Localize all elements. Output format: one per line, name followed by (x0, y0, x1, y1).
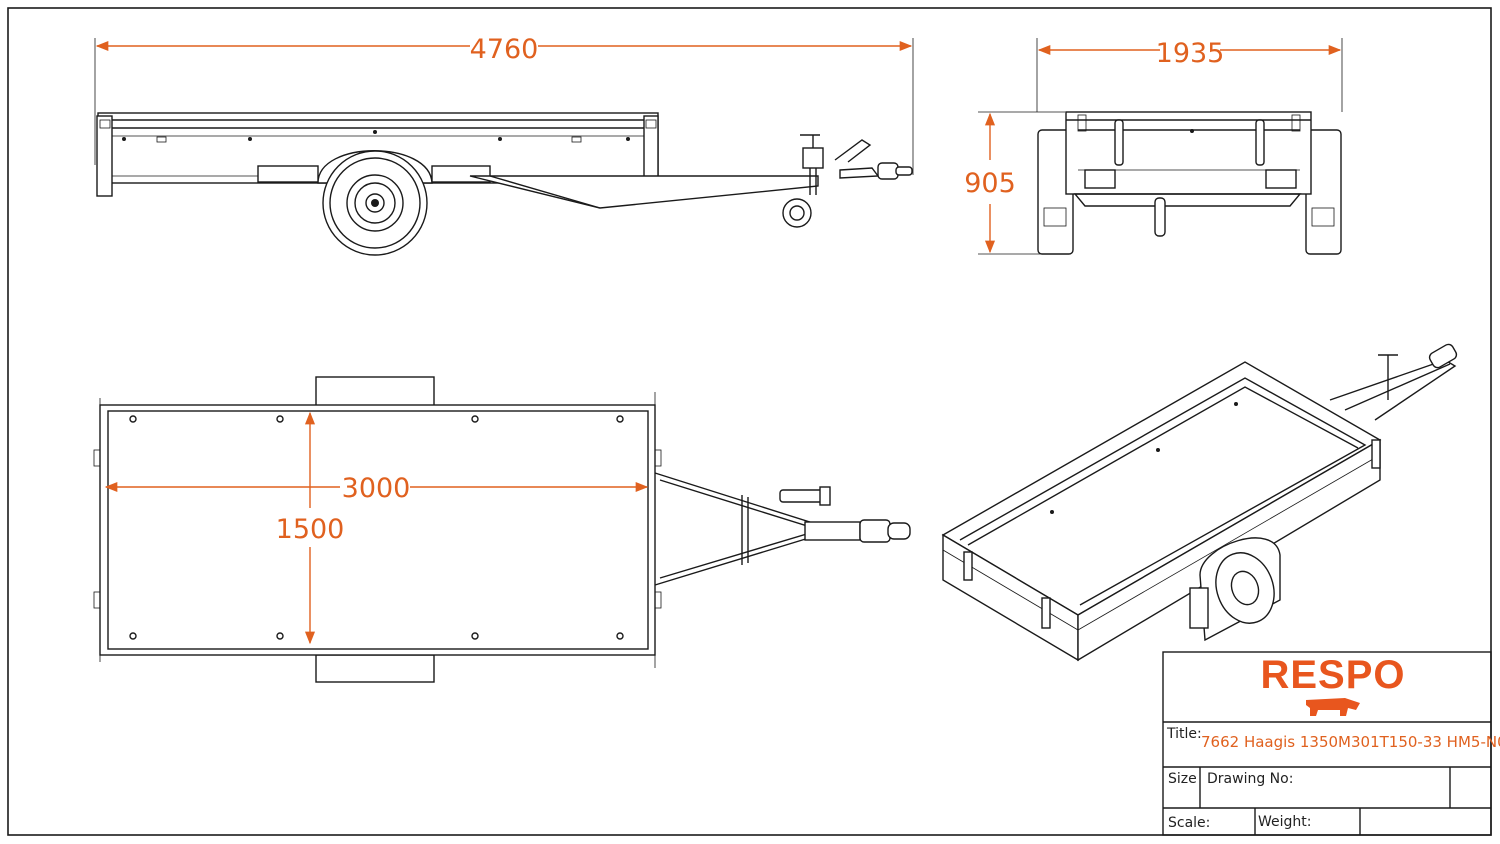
title-label: Title: (1166, 726, 1202, 742)
bed-width-dim: 1500 (276, 514, 345, 545)
front-height-dim: 905 (964, 168, 1016, 199)
scale-label: Scale: (1168, 815, 1210, 831)
weight-label: Weight: (1258, 814, 1312, 830)
front-width-dim: 1935 (1156, 38, 1225, 69)
drawing-no-label: Drawing No: (1207, 771, 1293, 787)
side-length-dim: 4760 (470, 34, 539, 65)
sheet-border (7, 7, 1492, 836)
top-view: 3000 1500 (93, 376, 911, 683)
company-logo-text: RESPO (1260, 653, 1405, 697)
side-view: 4760 (94, 34, 914, 256)
isometric-view (941, 343, 1458, 662)
size-label: Size (1168, 771, 1197, 787)
title-block: RESPO Title: 7662 Haagis 1350M301T150-33… (1162, 651, 1500, 836)
title-value: 7662 Haagis 1350M301T150-33 HM5-N01- (1201, 733, 1500, 751)
bull-logo-icon (1306, 698, 1360, 716)
bed-length-dim: 3000 (342, 473, 411, 504)
front-view: 1935 905 (964, 38, 1343, 255)
